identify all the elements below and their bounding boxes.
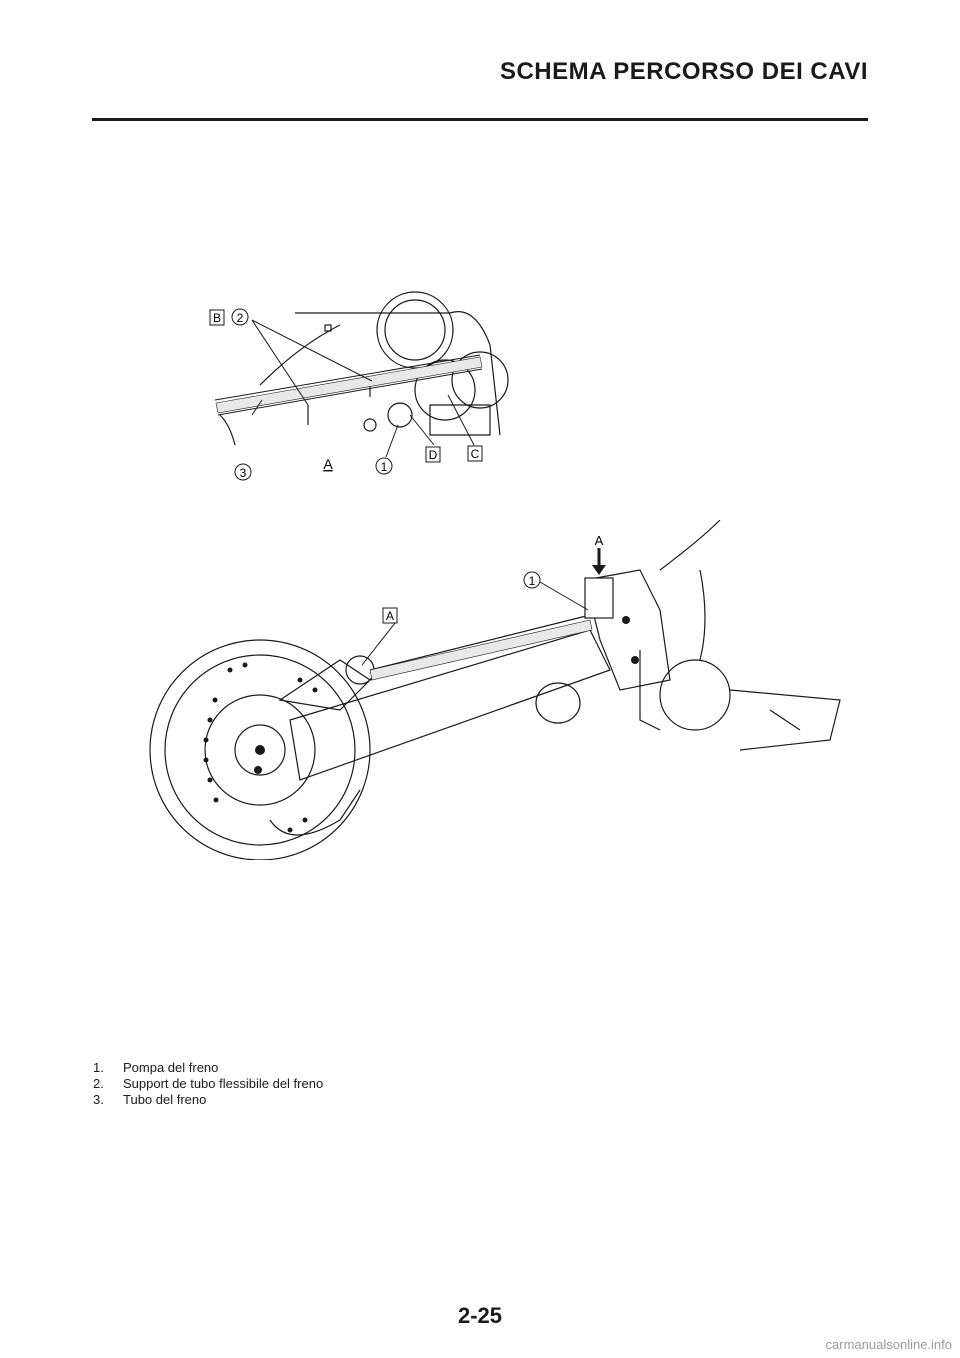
callout-1-main-label: 1 (529, 574, 536, 588)
callout-2-label: 2 (237, 311, 244, 325)
legend-number: 2. (93, 1076, 104, 1091)
arrow-a-label: A (595, 533, 604, 548)
page-title: SCHEMA PERCORSO DEI CAVI (499, 58, 868, 85)
callout-b-label: B (213, 311, 221, 325)
legend-number: 1. (93, 1060, 104, 1075)
callout-c-label: C (471, 447, 480, 461)
legend-text: Support de tubo flessibile del freno (123, 1076, 324, 1091)
view-a-label: A (323, 456, 333, 472)
callout-d-label: D (429, 448, 438, 462)
legend-text: Pompa del freno (123, 1060, 219, 1075)
swingarm-diagram: A 1 A (149, 520, 841, 860)
callout-3-label: 3 (240, 466, 247, 480)
legend-number: 3. (93, 1092, 104, 1107)
detail-diagram: B 2 3 A 1 D C (209, 291, 509, 481)
legend-item: 2. Support de tubo flessibile del freno (93, 1076, 393, 1092)
legend-list: 1. Pompa del freno 2. Support de tubo fl… (93, 1060, 393, 1108)
legend-item: 3. Tubo del freno (93, 1092, 393, 1108)
header-divider (92, 118, 868, 121)
watermark: carmanualsonline.info (825, 1337, 952, 1352)
callout-a-main-label: A (386, 609, 394, 623)
legend-item: 1. Pompa del freno (93, 1060, 393, 1076)
legend-text: Tubo del freno (123, 1092, 207, 1107)
callout-1-label: 1 (381, 460, 388, 474)
page-number: 2-25 (457, 1303, 503, 1328)
